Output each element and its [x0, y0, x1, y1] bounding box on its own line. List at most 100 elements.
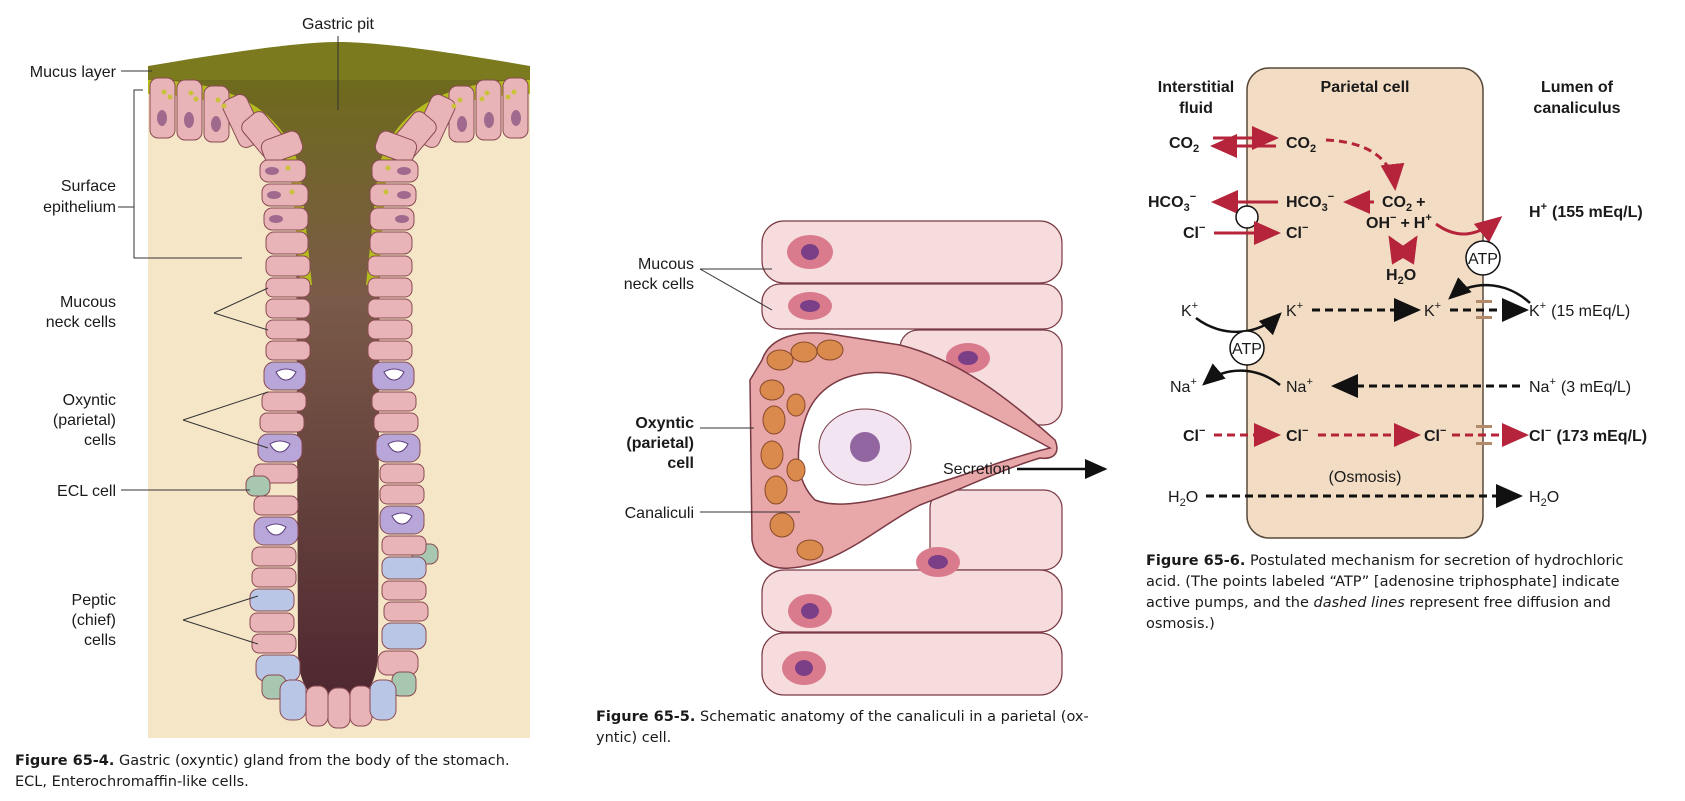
surface-epithelium-right	[367, 77, 529, 277]
co2-left: CO	[1169, 135, 1193, 152]
svg-text:K+: K+	[1286, 300, 1303, 320]
hco3-left-charge: −	[1190, 191, 1196, 203]
svg-text:HCO3−: HCO3−	[1148, 191, 1196, 214]
svg-text:HCO3−: HCO3−	[1286, 191, 1334, 214]
arrow-h-to-lumen	[1435, 216, 1503, 243]
figure-65-6: Interstitial fluid Parietal cell Lumen o…	[1148, 67, 1647, 539]
pump-na-k: ATP	[1202, 330, 1281, 386]
svg-text:CO2+: CO2+	[1382, 194, 1425, 214]
cl-left-1-charge: −	[1199, 222, 1205, 234]
na-lumen-value: (3 mEq/L)	[1561, 379, 1631, 396]
label-mucous-neck-line2: neck cells	[46, 314, 116, 331]
mucus-layer	[148, 42, 530, 80]
svg-text:H2O: H2O	[1529, 489, 1559, 509]
svg-text:Cl−: Cl−	[1424, 425, 1446, 445]
svg-text:H2O: H2O	[1168, 489, 1198, 509]
header-parietal-cell: Parietal cell	[1321, 79, 1410, 96]
caption-65-6-line3a: active pumps, and the	[1146, 595, 1314, 611]
atp-pump-hk	[1465, 240, 1501, 276]
caption-65-5-number: Figure 65-5.	[596, 709, 696, 725]
cl-channel	[1476, 425, 1492, 445]
svg-text:Cl−: Cl−	[1286, 222, 1308, 242]
label-fig5-mucous-neck-line1: Mucous	[638, 256, 694, 273]
row-co2: CO2 CO2	[1169, 126, 1405, 191]
hco3-left-sub: 3	[1184, 202, 1190, 214]
label-oxyntic-line1: Oxyntic	[63, 392, 116, 409]
caption-figure-65-5: Figure 65-5. Schematic anatomy of the ca…	[596, 707, 1116, 749]
svg-text:K+(15 mEq/L): K+(15 mEq/L)	[1529, 300, 1630, 320]
co2-cell-sub: 2	[1310, 143, 1316, 155]
label-oxyntic-line2: (parietal)	[53, 412, 116, 429]
svg-text:OH−+H+: OH−+H+	[1366, 212, 1432, 232]
svg-text:K+: K+	[1424, 300, 1441, 320]
arrow-k-in-pump	[1195, 312, 1282, 336]
h-cell-charge: +	[1425, 212, 1431, 224]
gland-cells-right	[367, 277, 439, 697]
h-lumen: H	[1529, 204, 1541, 221]
label-fig5-mucous-neck-line2: neck cells	[624, 276, 694, 293]
svg-text:Na+: Na+	[1170, 376, 1197, 396]
svg-text:Na+(3 mEq/L): Na+(3 mEq/L)	[1529, 376, 1631, 396]
caption-65-4-line2: ECL, Enterochromaffin-like cells.	[15, 774, 249, 790]
parietal-canaliculi-marks	[265, 368, 413, 536]
label-mucous-neck-line1: Mucous	[60, 294, 116, 311]
header-lumen-line2: canaliculus	[1533, 100, 1620, 117]
h-cell: H	[1414, 215, 1426, 232]
na-cell-charge: +	[1306, 376, 1312, 388]
label-ecl-cell: ECL cell	[57, 483, 116, 500]
co2-left-sub: 2	[1193, 143, 1199, 155]
label-fig5-oxyntic-line2: (parietal)	[626, 435, 694, 452]
k-lumen-charge: +	[1540, 300, 1546, 312]
h2o-left-sub: 2	[1180, 497, 1186, 509]
h2o-split-o: O	[1404, 267, 1416, 284]
h2o-left-o: O	[1186, 489, 1198, 506]
hco3-cell-charge: −	[1328, 191, 1334, 203]
label-osmosis: (Osmosis)	[1329, 469, 1402, 486]
cl-cell-2-charge: −	[1302, 425, 1308, 437]
pump-h-k: ATP	[1448, 240, 1531, 304]
h-lumen-value: (155 mEq/L)	[1552, 204, 1643, 221]
cl-cell-3: Cl	[1424, 428, 1440, 445]
gland-lumen	[148, 80, 530, 705]
figure-65-4: Gastric pit Mucus layer Surface epitheli…	[30, 16, 530, 738]
na-lumen-charge: +	[1549, 376, 1555, 388]
k-cell-1: K	[1286, 303, 1297, 320]
cl-cell-1-charge: −	[1302, 222, 1308, 234]
k-cell-2: K	[1424, 303, 1435, 320]
label-fig5-oxyntic-line3: cell	[667, 455, 694, 472]
co2-plus: CO	[1382, 194, 1406, 211]
label-peptic-line1: Peptic	[72, 592, 116, 609]
figure-65-5-leaders	[699, 268, 800, 513]
h2o-split: H	[1386, 267, 1398, 284]
mucus-granules	[161, 89, 517, 195]
row-hco3: HCO3− HCO3− CO2+ OH−+H+	[1148, 190, 1432, 232]
co2-plus-sub: 2	[1406, 202, 1412, 214]
header-interstitial-line2: fluid	[1179, 100, 1213, 117]
arrow-h2o-up-right	[1393, 235, 1418, 265]
label-gastric-pit: Gastric pit	[302, 16, 375, 33]
na-cell: Na	[1286, 379, 1307, 396]
label-fig5-canaliculi: Canaliculi	[625, 505, 694, 522]
row-h2o-split: H2O H+(155 mEq/L)	[1386, 201, 1643, 287]
svg-text:K+: K+	[1181, 300, 1198, 320]
cl-lumen: Cl	[1529, 428, 1545, 445]
neighbor-cells	[761, 220, 1063, 696]
label-surface-epithelium-line1: Surface	[61, 178, 116, 195]
atp-label-nak: ATP	[1232, 341, 1262, 358]
figure-65-5: Secretion Mucous neck cells Oxyntic (par…	[624, 220, 1108, 696]
k-cell-1-charge: +	[1297, 300, 1303, 312]
label-surface-epithelium-line2: epithelium	[43, 199, 116, 216]
na-left-charge: +	[1190, 376, 1196, 388]
arrow-k-into-cell	[1448, 277, 1531, 304]
row-cl-antiport: Cl− Cl−	[1183, 221, 1308, 245]
h2o-lumen-sub: 2	[1541, 497, 1547, 509]
svg-text:Cl−: Cl−	[1286, 425, 1308, 445]
h2o-left: H	[1168, 489, 1180, 506]
oh-charge: −	[1390, 212, 1396, 224]
caption-65-6-line1: Postulated mechanism for secretion of hy…	[1250, 553, 1624, 569]
hco3-cell: HCO	[1286, 194, 1322, 211]
label-oxyntic-line3: cells	[84, 432, 116, 449]
hco3-left: HCO	[1148, 194, 1184, 211]
caption-65-6-line2: acid. (The points labeled “ATP” [adenosi…	[1146, 574, 1620, 590]
gland-base-cells	[279, 679, 397, 729]
